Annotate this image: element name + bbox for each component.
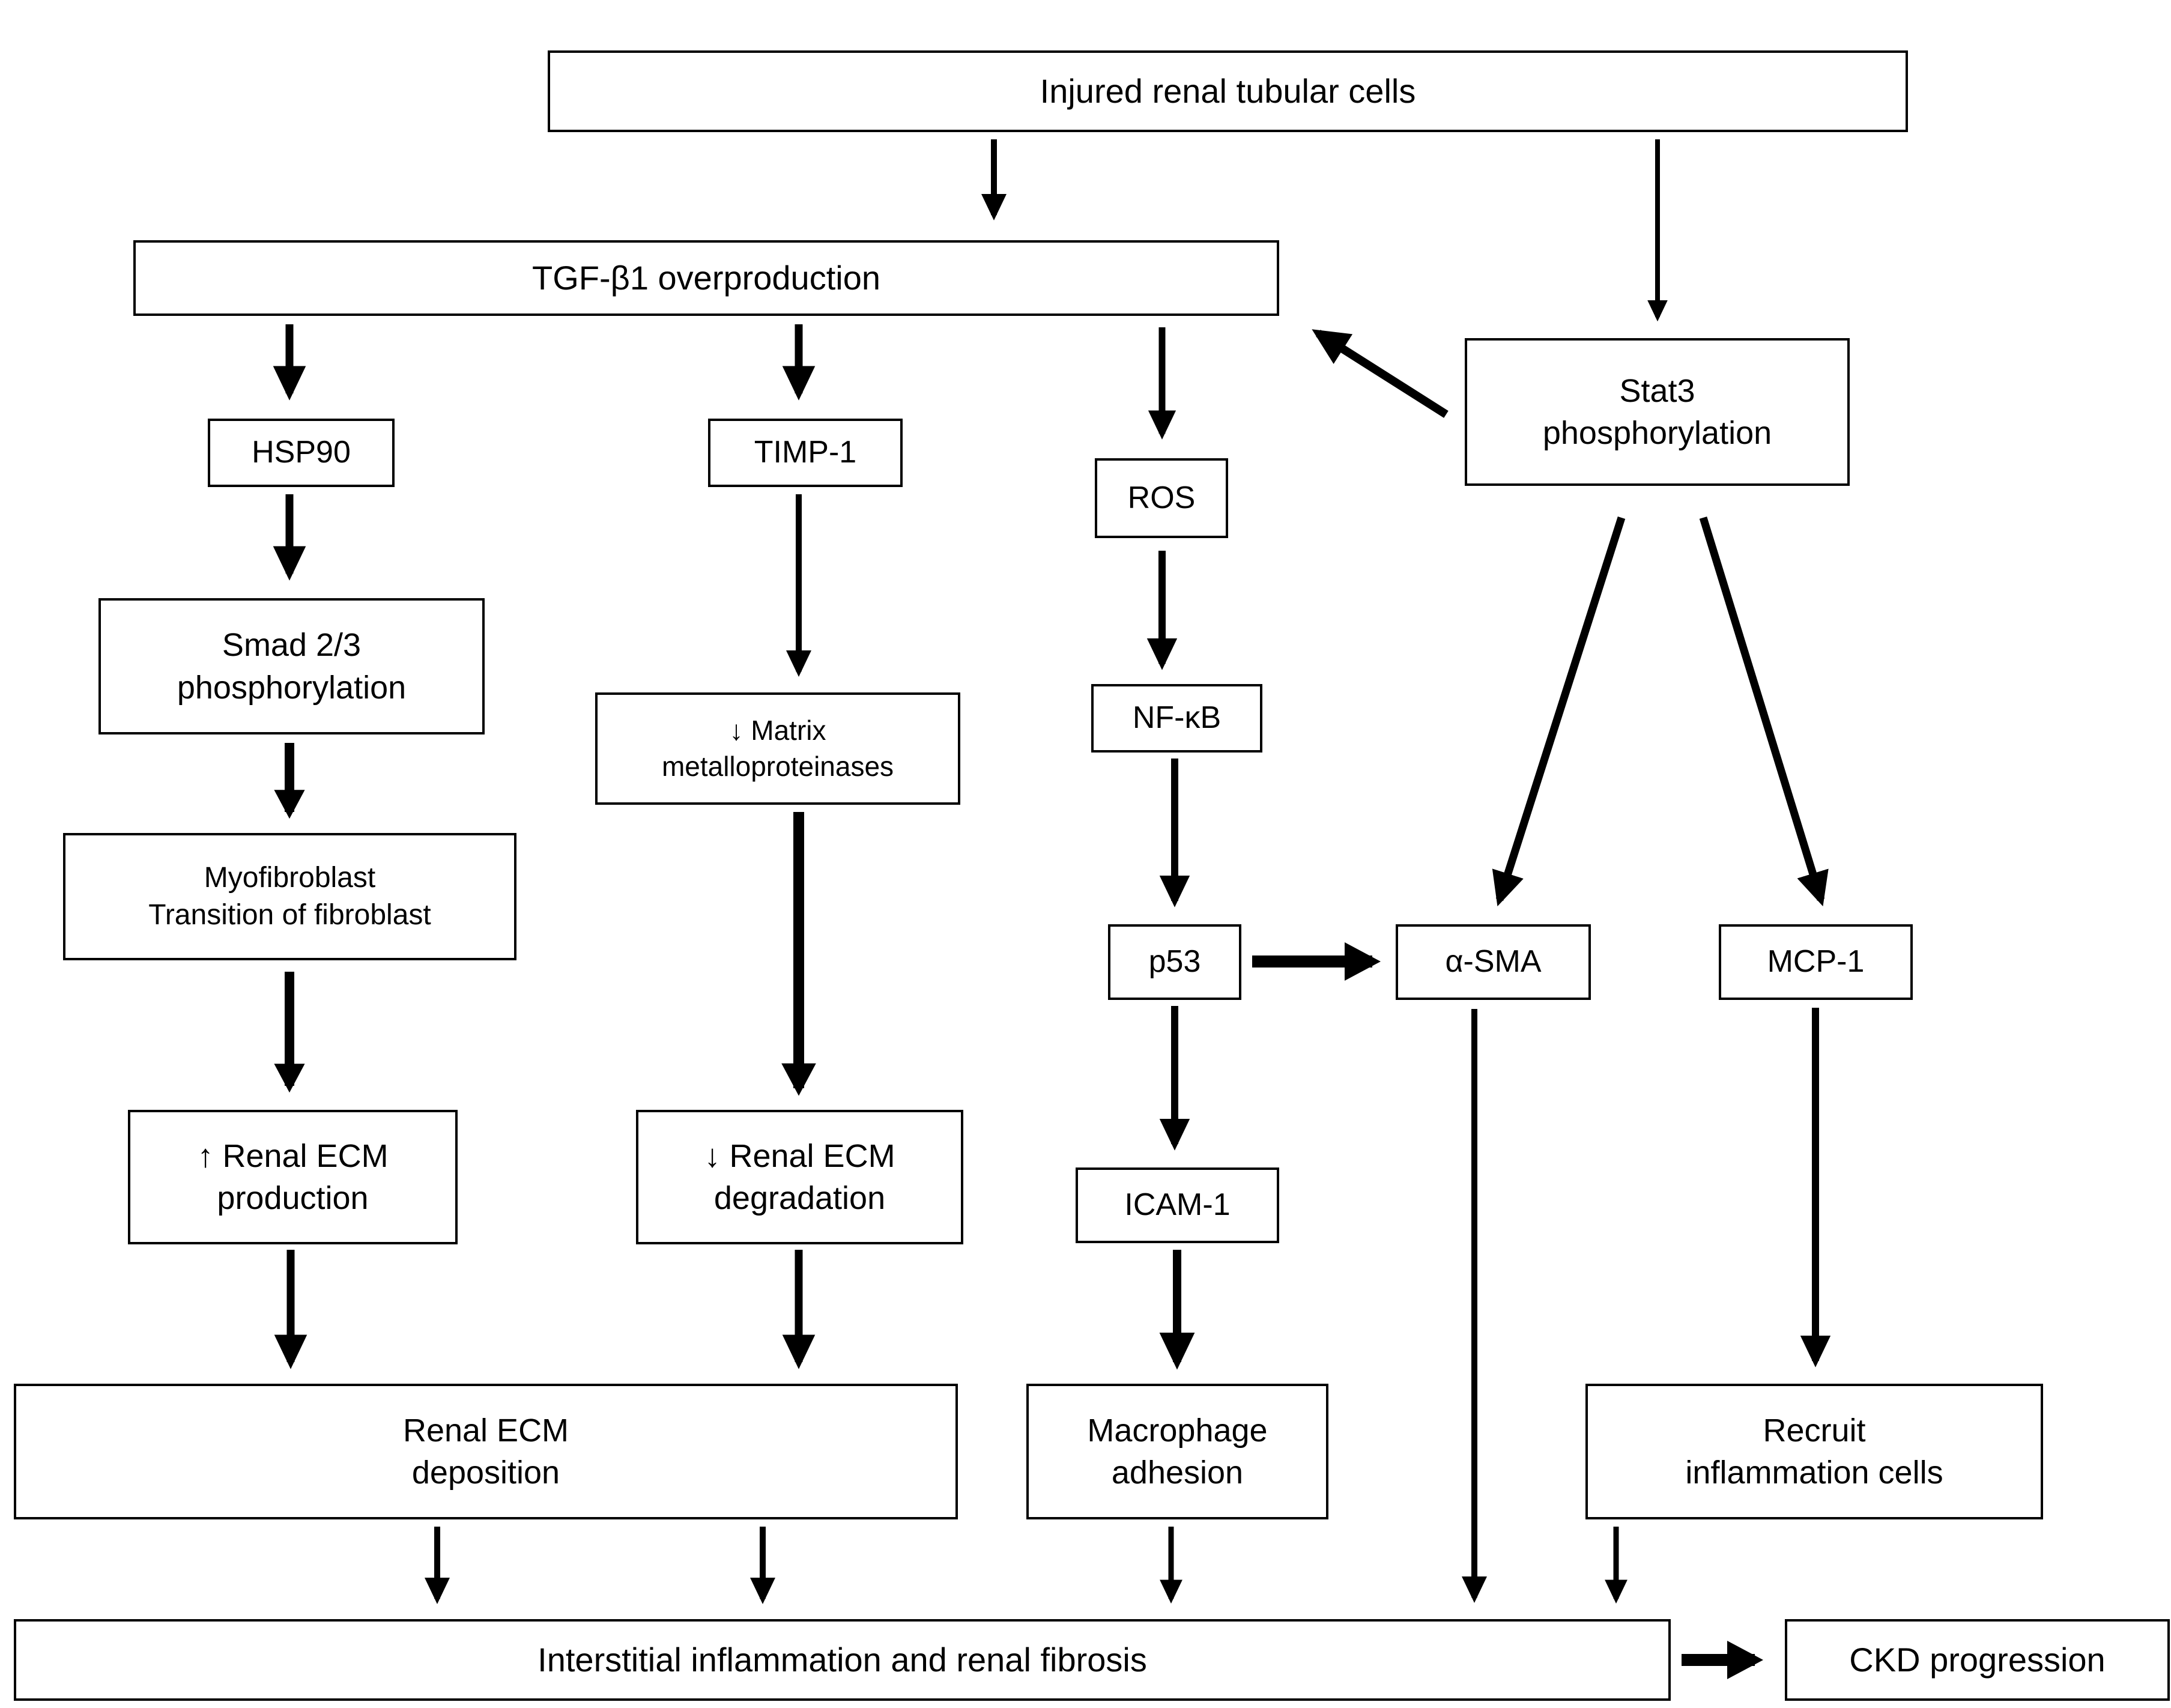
node-label: Stat3 [1619, 372, 1695, 409]
node-label: Injured renal tubular cells [1040, 71, 1416, 110]
node-stat3-phosphorylation: Stat3 phosphorylation [1465, 338, 1850, 486]
arrow-stat3-to-tgf [1312, 329, 1449, 418]
node-label: Myofibroblast [204, 861, 376, 894]
node-label: ROS [1127, 480, 1196, 515]
node-label: adhesion [1111, 1455, 1244, 1491]
node-label: α-SMA [1445, 944, 1542, 980]
node-label: deposition [411, 1455, 560, 1491]
node-label: NF-κB [1132, 700, 1222, 736]
arrow-stat3-to-mcp1 [1699, 516, 1829, 907]
node-renal-ecm-degradation: ↓ Renal ECM degradation [636, 1110, 963, 1244]
node-label: production [217, 1180, 369, 1216]
node-macrophage-adhesion: Macrophage adhesion [1026, 1384, 1328, 1519]
node-label: Recruit [1763, 1412, 1866, 1449]
node-label: degradation [713, 1180, 886, 1216]
node-smad-2-3-phosphorylation: Smad 2/3 phosphorylation [98, 598, 485, 734]
node-ros: ROS [1095, 458, 1228, 538]
node-label: Transition of fibroblast [148, 899, 431, 931]
arrow-stat3-to-asma [1492, 516, 1626, 907]
node-renal-ecm-production: ↑ Renal ECM production [128, 1110, 458, 1244]
node-injured-renal-tubular-cells: Injured renal tubular cells [548, 50, 1908, 132]
node-matrix-metalloproteinases: ↓ Matrix metalloproteinases [595, 692, 960, 805]
node-timp-1: TIMP-1 [708, 419, 903, 487]
node-label: inflammation cells [1685, 1455, 1943, 1491]
node-nf-kb: NF-κB [1091, 684, 1262, 753]
node-renal-ecm-deposition: Renal ECM deposition [14, 1384, 958, 1519]
node-tgf-b1-overproduction: TGF-β1 overproduction [133, 240, 1279, 316]
node-label: TIMP-1 [754, 435, 857, 470]
node-mcp-1: MCP-1 [1719, 924, 1913, 1000]
node-interstitial-inflammation-renal-fibrosis: Interstitial inflammation and renal fibr… [14, 1619, 1671, 1701]
node-label: ↓ Matrix [729, 714, 826, 746]
node-label: HSP90 [252, 435, 351, 470]
node-recruit-inflammation-cells: Recruit inflammation cells [1585, 1384, 2043, 1519]
node-label: ↑ Renal ECM [197, 1137, 389, 1174]
node-label: Renal ECM [402, 1412, 569, 1449]
node-label: ICAM-1 [1124, 1187, 1231, 1223]
node-label: TGF-β1 overproduction [532, 258, 880, 297]
node-label: Interstitial inflammation and renal fibr… [537, 1640, 1147, 1679]
node-hsp90: HSP90 [208, 419, 395, 487]
node-label: Macrophage [1087, 1412, 1268, 1449]
node-label: phosphorylation [177, 669, 407, 706]
node-icam-1: ICAM-1 [1076, 1167, 1279, 1243]
node-label: phosphorylation [1542, 415, 1772, 451]
node-label: Smad 2/3 [222, 627, 362, 664]
node-label: MCP-1 [1767, 944, 1865, 980]
node-ckd-progression: CKD progression [1785, 1619, 2170, 1701]
node-p53: p53 [1108, 924, 1241, 1000]
node-a-sma: α-SMA [1396, 924, 1591, 1000]
node-label: CKD progression [1849, 1640, 2106, 1679]
node-label: metalloproteinases [661, 750, 894, 782]
node-label: ↓ Renal ECM [704, 1137, 895, 1174]
node-label: p53 [1148, 944, 1201, 980]
